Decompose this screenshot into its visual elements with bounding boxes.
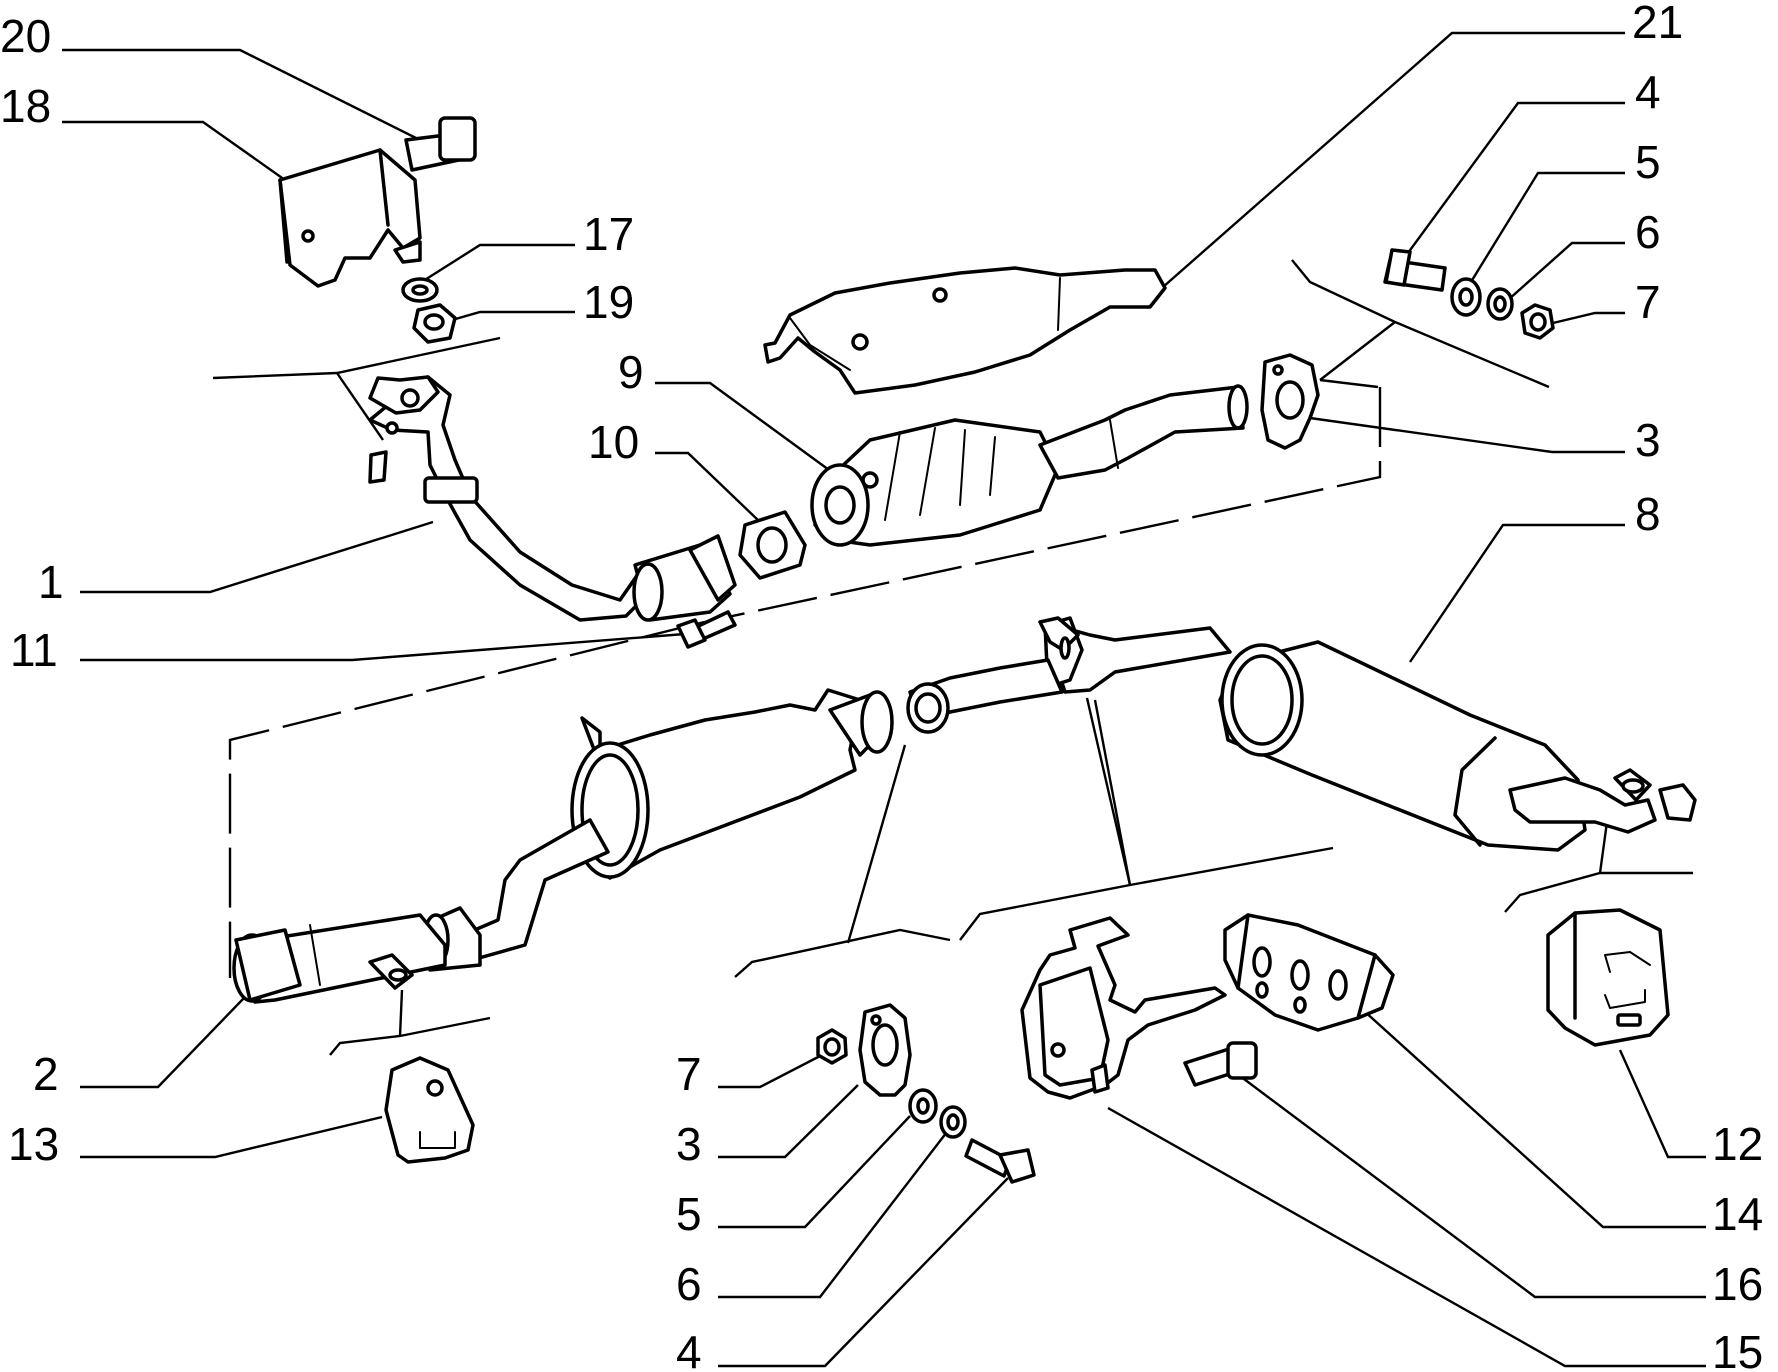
catalytic-converter-9 (810, 384, 1249, 547)
callout-6-top: 6 (1635, 206, 1661, 258)
callout-4-top: 4 (1635, 66, 1661, 118)
leader-7-top (1552, 311, 1625, 325)
nut-19 (412, 303, 457, 344)
leader-lines (62, 31, 1706, 1368)
group-line-bottom-right-tick-a (1085, 697, 1132, 886)
group-line-3-top-b (1319, 378, 1379, 389)
rear-muffler-8 (1038, 616, 1697, 852)
heat-shield-21 (763, 266, 1167, 395)
group-line-3-top-a (1319, 321, 1396, 381)
heat-shield-bracket-18 (278, 148, 422, 288)
leader-6-bottom (718, 1127, 951, 1299)
callout-2: 2 (33, 1048, 59, 1100)
group-line-bottom-left (734, 928, 951, 978)
callout-1: 1 (38, 556, 64, 608)
washer-5-top (1450, 277, 1482, 317)
leader-5-bottom (718, 1115, 911, 1229)
group-line-13 (329, 1016, 491, 1056)
leader-19 (444, 310, 575, 324)
nut-7-top (1520, 303, 1555, 340)
leader-7-bottom (718, 1053, 823, 1089)
leader-3-top (1309, 416, 1625, 454)
leader-20 (62, 48, 421, 142)
rubber-mount-14 (1223, 913, 1395, 1032)
group-line-bottom-right-tick-b (1093, 699, 1132, 886)
leader-3-bottom (718, 1084, 859, 1159)
leader-5-top (1464, 171, 1625, 291)
callout-3-bottom: 3 (676, 1118, 702, 1170)
leader-10 (655, 451, 761, 523)
leader-12 (1618, 1049, 1706, 1159)
leader-21 (1162, 31, 1625, 288)
leader-8 (1409, 523, 1625, 663)
leader-4-bottom (718, 1177, 1009, 1368)
gasket-10 (738, 510, 807, 580)
leader-4-top (1404, 101, 1625, 258)
leader-9 (655, 381, 841, 479)
leader-18 (62, 120, 286, 181)
leader-13 (80, 1115, 383, 1159)
callout-6-bottom: 6 (676, 1258, 702, 1310)
callout-16: 16 (1712, 1258, 1763, 1310)
assembly-dash-top (699, 387, 1382, 625)
bolt-4-bottom (964, 1138, 1036, 1184)
washer-17 (401, 277, 439, 303)
front-exhaust-pipe-1 (368, 375, 737, 622)
leader-15 (1107, 1106, 1706, 1368)
callout-20: 20 (0, 10, 51, 62)
rubber-hanger-3-bottom (858, 1003, 912, 1097)
rubber-block-12 (1546, 908, 1670, 1047)
group-line-bottom-right (959, 846, 1334, 941)
bracket-15 (1020, 916, 1227, 1100)
washer-6-bottom (939, 1105, 967, 1139)
leader-6-top (1507, 241, 1625, 301)
rubber-block-13 (384, 1056, 475, 1164)
rubber-hanger-3-top (1260, 353, 1320, 450)
washer-5-bottom (908, 1088, 938, 1124)
callout-18: 18 (0, 80, 51, 132)
group-line-17-19 (212, 336, 501, 380)
callout-13: 13 (8, 1118, 59, 1170)
callout-15: 15 (1712, 1326, 1763, 1372)
callout-12: 12 (1712, 1118, 1763, 1170)
leader-16 (1231, 1069, 1706, 1299)
intermediate-pipe-section (906, 658, 1064, 734)
callout-11: 11 (10, 624, 58, 676)
callout-7-bottom: 7 (676, 1048, 702, 1100)
group-line-bottom-left-tick (846, 744, 907, 944)
callout-8: 8 (1635, 488, 1661, 540)
group-line-17-19-tick (336, 372, 384, 441)
callout-17: 17 (583, 208, 634, 260)
assembly-dash-left (228, 621, 701, 978)
leader-17 (419, 243, 575, 285)
callout-19: 19 (583, 276, 634, 328)
callout-5-top: 5 (1635, 136, 1661, 188)
leader-2 (80, 997, 245, 1089)
leader-1 (80, 520, 434, 594)
washer-6-top (1486, 287, 1514, 321)
bolt-16 (1183, 1041, 1258, 1087)
callout-5-bottom: 5 (676, 1188, 702, 1240)
bolt-11 (676, 610, 737, 649)
callout-10: 10 (588, 416, 639, 468)
front-muffler-pipe-2 (232, 688, 894, 1004)
leader-11 (80, 632, 686, 662)
bolt-20 (404, 116, 477, 172)
callout-4-bottom: 4 (676, 1326, 702, 1372)
callout-7-top: 7 (1635, 276, 1661, 328)
callout-9: 9 (618, 346, 644, 398)
group-line-12 (1504, 871, 1693, 913)
bolt-4-top (1383, 248, 1447, 292)
leader-14 (1362, 1009, 1706, 1229)
group-line-13-tick (398, 989, 404, 1037)
callout-14: 14 (1712, 1188, 1763, 1240)
callout-21: 21 (1632, 0, 1683, 48)
group-line-4-7 (1291, 259, 1550, 389)
nut-7-bottom (816, 1028, 848, 1065)
callout-3-top: 3 (1635, 414, 1661, 466)
